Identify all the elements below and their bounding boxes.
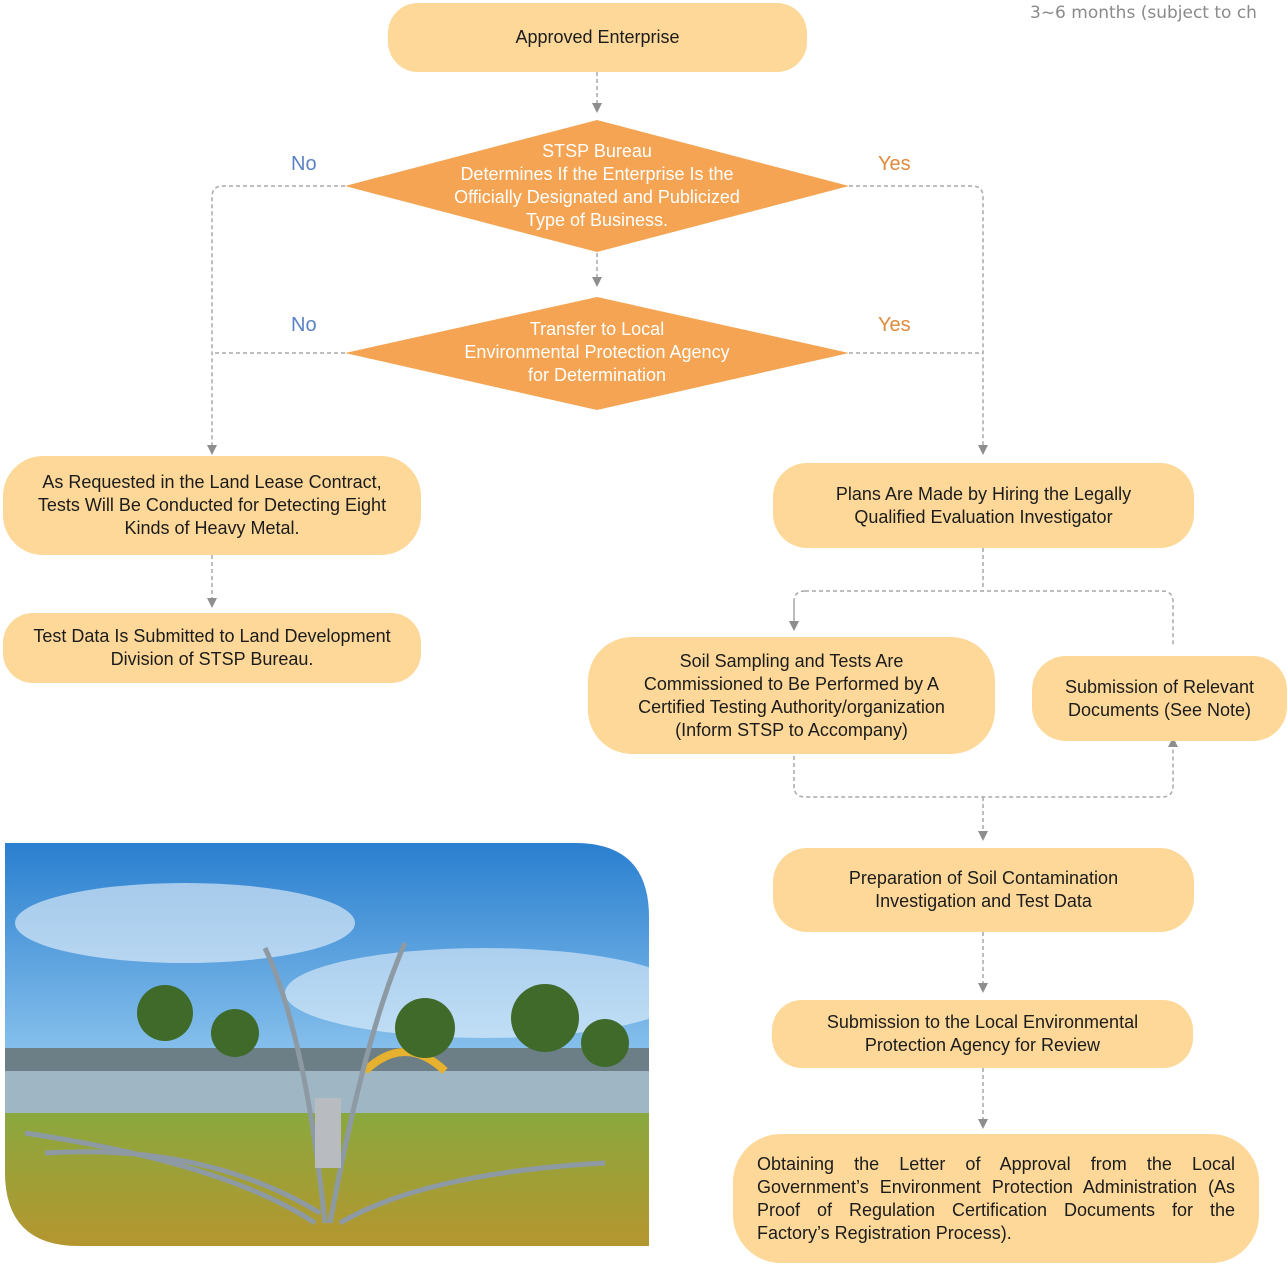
no-label-1: No [291, 153, 317, 175]
preparation-node: Preparation of Soil Contamination Invest… [773, 848, 1194, 932]
approval-letter-node: Obtaining the Letter of Approval from th… [733, 1134, 1259, 1263]
decision1-label: STSP Bureau Determines If the Enterprise… [454, 141, 740, 230]
heavy-metal-test-text: As Requested in the Land Lease Contract,… [37, 472, 387, 538]
connector-decision1-yes [849, 185, 988, 455]
decision2-label: Transfer to Local Environmental Protecti… [464, 319, 730, 385]
relevant-documents-node: Submission of Relevant Documents (See No… [1032, 656, 1287, 741]
relevant-documents-text: Submission of Relevant Documents (See No… [1064, 676, 1255, 720]
test-data-submitted-node: Test Data Is Submitted to Land Developme… [3, 613, 421, 683]
approved-enterprise-text: Approved Enterprise [515, 27, 680, 47]
no-label-2: No [291, 314, 317, 336]
approval-letter-text: Obtaining the Letter of Approval from th… [757, 1153, 1235, 1243]
submission-review-node: Submission to the Local Environmental Pr… [772, 1000, 1193, 1068]
soil-sampling-node: Soil Sampling and Tests Are Commissioned… [588, 637, 995, 754]
park-sculpture-photo [5, 843, 649, 1246]
heavy-metal-test-node: As Requested in the Land Lease Contract,… [3, 456, 421, 555]
decision1-diamond [345, 120, 849, 252]
hire-investigator-node: Plans Are Made by Hiring the Legally Qua… [773, 463, 1194, 548]
preparation-text: Preparation of Soil Contamination Invest… [848, 868, 1119, 911]
submission-review-text: Submission to the Local Environmental Pr… [826, 1012, 1139, 1055]
timeline-note: 3~6 months (subject to ch [1030, 3, 1257, 23]
yes-label-2: Yes [878, 314, 911, 336]
yes-label-1: Yes [878, 153, 911, 175]
approved-enterprise-node: Approved Enterprise [388, 3, 807, 72]
connector-plans-split [794, 548, 1174, 645]
test-data-submitted-text: Test Data Is Submitted to Land Developme… [33, 626, 391, 669]
soil-sampling-text: Soil Sampling and Tests Are Commissioned… [638, 650, 945, 740]
hire-investigator-text: Plans Are Made by Hiring the Legally Qua… [835, 483, 1132, 527]
decision2-diamond [345, 297, 849, 410]
connector-decision1-no [207, 185, 345, 455]
